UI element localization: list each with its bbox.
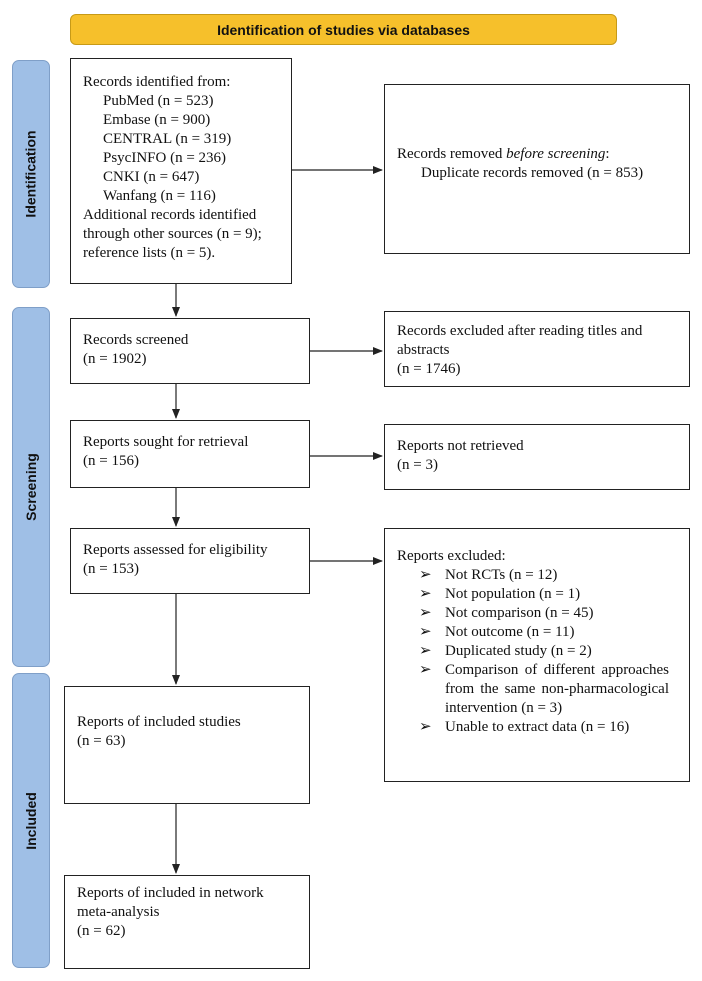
reports-not-retrieved-label: Reports not retrieved <box>397 438 524 454</box>
additional-records-line-2: through other sources (n = 9); <box>83 226 262 242</box>
arrow-bullet-icon: ➢ <box>419 586 432 602</box>
network-meta-analysis-box: Reports of included in network meta-anal… <box>64 875 310 969</box>
reports-sought-count: (n = 156) <box>83 453 139 469</box>
source-psycinfo: PsycINFO (n = 236) <box>103 150 227 166</box>
exclusion-item: ➢Not population (n = 1) <box>419 586 581 602</box>
records-excluded-count: (n = 1746) <box>397 361 461 377</box>
reports-assessed-label: Reports assessed for eligibility <box>83 542 268 558</box>
source-central: CENTRAL (n = 319) <box>103 131 232 147</box>
records-screened-label: Records screened <box>83 332 189 348</box>
reports-not-retrieved-box: Reports not retrieved (n = 3) <box>384 424 690 490</box>
phase-included-label: Included <box>23 791 39 850</box>
reports-excluded-heading: Reports excluded: <box>397 548 506 564</box>
source-embase: Embase (n = 900) <box>103 112 211 128</box>
reports-assessed-box: Reports assessed for eligibility (n = 15… <box>70 528 310 594</box>
network-count: (n = 62) <box>77 923 126 939</box>
phase-screening: Screening <box>12 307 50 667</box>
arrow-bullet-icon: ➢ <box>419 719 432 735</box>
records-removed-heading: Records removed before screening: <box>397 146 610 162</box>
exclusion-item: ➢Not RCTs (n = 12) <box>419 567 558 583</box>
records-removed-box: Records removed before screening: Duplic… <box>384 84 690 254</box>
phase-identification: Identification <box>12 60 50 288</box>
network-label-1: Reports of included in network <box>77 885 264 901</box>
reports-excluded-box: Reports excluded: ➢Not RCTs (n = 12) ➢No… <box>384 528 690 782</box>
exclusion-item: ➢Not outcome (n = 11) <box>419 624 575 640</box>
exclusion-item: ➢Not comparison (n = 45) <box>419 605 594 621</box>
records-screened-count: (n = 1902) <box>83 351 147 367</box>
exclusion-item: ➢Unable to extract data (n = 16) <box>419 719 630 735</box>
additional-records-line-3: reference lists (n = 5). <box>83 245 216 261</box>
phase-included: Included <box>12 673 50 968</box>
records-screened-box: Records screened (n = 1902) <box>70 318 310 384</box>
included-studies-box: Reports of included studies (n = 63) <box>64 686 310 804</box>
source-pubmed: PubMed (n = 523) <box>103 93 214 109</box>
arrow-bullet-icon: ➢ <box>419 643 432 659</box>
records-excluded-label-2: abstracts <box>397 342 450 358</box>
duplicate-records-removed: Duplicate records removed (n = 853) <box>421 165 644 181</box>
records-excluded-label-1: Records excluded after reading titles an… <box>397 323 643 339</box>
reports-assessed-count: (n = 153) <box>83 561 139 577</box>
reports-not-retrieved-count: (n = 3) <box>397 457 438 473</box>
records-identified-box: Records identified from: PubMed (n = 523… <box>70 58 292 284</box>
exclusion-item: ➢Comparison of different approaches from… <box>419 662 669 716</box>
source-cnki: CNKI (n = 647) <box>103 169 200 185</box>
included-studies-label: Reports of included studies <box>77 714 241 730</box>
records-excluded-box: Records excluded after reading titles an… <box>384 311 690 387</box>
arrow-bullet-icon: ➢ <box>419 624 432 640</box>
included-studies-count: (n = 63) <box>77 733 126 749</box>
network-label-2: meta-analysis <box>77 904 160 920</box>
additional-records-line-1: Additional records identified <box>83 207 257 223</box>
phase-identification-label: Identification <box>23 130 39 218</box>
banner-title: Identification of studies via databases <box>70 14 617 45</box>
reports-sought-box: Reports sought for retrieval (n = 156) <box>70 420 310 488</box>
reports-sought-label: Reports sought for retrieval <box>83 434 249 450</box>
records-identified-heading: Records identified from: <box>83 74 231 90</box>
exclusion-item: ➢Duplicated study (n = 2) <box>419 643 592 659</box>
source-wanfang: Wanfang (n = 116) <box>103 188 216 204</box>
arrow-bullet-icon: ➢ <box>419 605 432 621</box>
arrow-bullet-icon: ➢ <box>419 662 432 678</box>
phase-screening-label: Screening <box>23 453 40 521</box>
arrow-bullet-icon: ➢ <box>419 567 432 583</box>
reports-excluded-list: ➢Not RCTs (n = 12) ➢Not population (n = … <box>397 566 677 737</box>
